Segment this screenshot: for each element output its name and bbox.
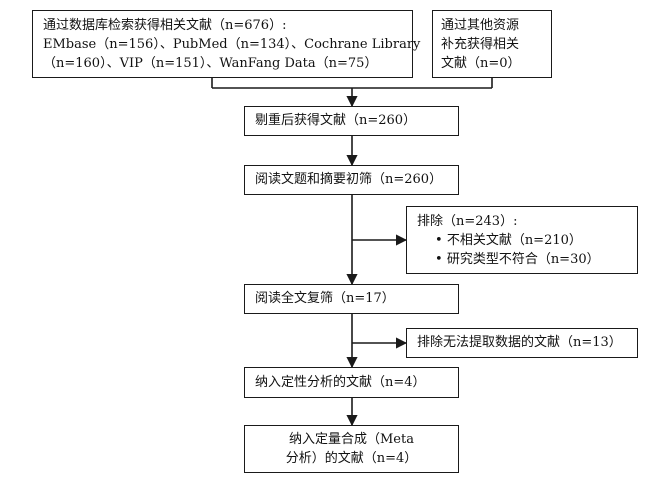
title-screen-text: 阅读文题和摘要初筛（n=260） [255, 172, 443, 187]
other-source-line-1: 通过其他资源 [441, 18, 520, 33]
exclude1-item: • 研究类型不符合（n=30） [435, 252, 600, 267]
fulltext-box: 阅读全文复筛（n=17） [244, 284, 459, 314]
qualitative-text: 纳入定性分析的文献（n=4） [255, 375, 426, 390]
exclude1-box: 排除（n=243）: • 不相关文献（n=210） • 研究类型不符合（n=30… [406, 206, 638, 274]
dedup-box: 剔重后获得文献（n=260） [244, 106, 459, 136]
fulltext-text: 阅读全文复筛（n=17） [255, 291, 395, 306]
exclude1-heading: 排除（n=243）: [417, 214, 518, 229]
quantitative-line-2: 分析）的文献（n=4） [285, 451, 418, 466]
db-search-box: 通过数据库检索获得相关文献（n=676）: EMbase（n=156）、PubM… [32, 10, 421, 78]
exclude1-item: • 不相关文献（n=210） [435, 233, 582, 248]
db-search-line-1: 通过数据库检索获得相关文献（n=676）: [43, 18, 287, 33]
dedup-text: 剔重后获得文献（n=260） [255, 113, 417, 128]
db-search-line-2: EMbase（n=156）、PubMed（n=134）、Cochrane Lib… [43, 37, 421, 52]
exclude2-box: 排除无法提取数据的文献（n=13） [406, 328, 638, 358]
db-search-line-3: （n=160）、VIP（n=151）、WanFang Data（n=75） [43, 56, 378, 71]
other-source-line-3: 文献（n=0） [441, 56, 521, 71]
quantitative-box: 纳入定量合成（Meta 分析）的文献（n=4） [244, 425, 459, 473]
other-source-line-2: 补充获得相关 [441, 37, 520, 52]
qualitative-box: 纳入定性分析的文献（n=4） [244, 367, 459, 398]
title-screen-box: 阅读文题和摘要初筛（n=260） [244, 165, 459, 195]
quantitative-line-1: 纳入定量合成（Meta [289, 432, 414, 447]
exclude2-text: 排除无法提取数据的文献（n=13） [417, 335, 622, 350]
other-source-box: 通过其他资源 补充获得相关 文献（n=0） [432, 10, 552, 78]
